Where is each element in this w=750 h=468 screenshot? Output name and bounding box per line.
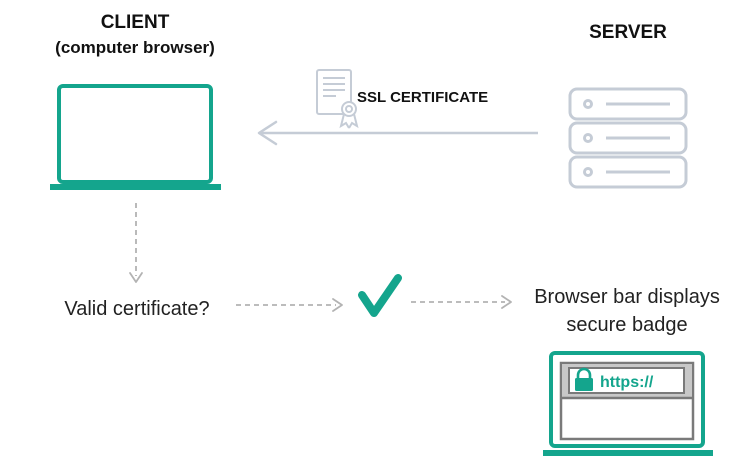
server-title: SERVER <box>589 22 667 43</box>
right-dashed-arrow-2 <box>411 295 512 309</box>
certificate-icon <box>316 69 359 129</box>
client-title: CLIENT <box>101 12 170 33</box>
result-line-2: secure badge <box>566 314 687 336</box>
secure-browser-laptop-icon <box>543 351 713 456</box>
server-icon <box>568 87 688 189</box>
checkmark-icon <box>358 274 402 317</box>
result-line-1: Browser bar displays <box>534 286 720 308</box>
client-laptop-icon <box>50 84 221 190</box>
browser-url-text: https:// <box>600 374 654 391</box>
certificate-transfer-arrow <box>257 120 538 146</box>
question-label: Valid certificate? <box>64 298 209 320</box>
down-dashed-arrow <box>129 203 143 283</box>
certificate-label: SSL CERTIFICATE <box>357 89 488 106</box>
client-subtitle: (computer browser) <box>55 38 215 57</box>
lock-icon <box>575 367 593 391</box>
right-dashed-arrow-1 <box>236 298 343 312</box>
